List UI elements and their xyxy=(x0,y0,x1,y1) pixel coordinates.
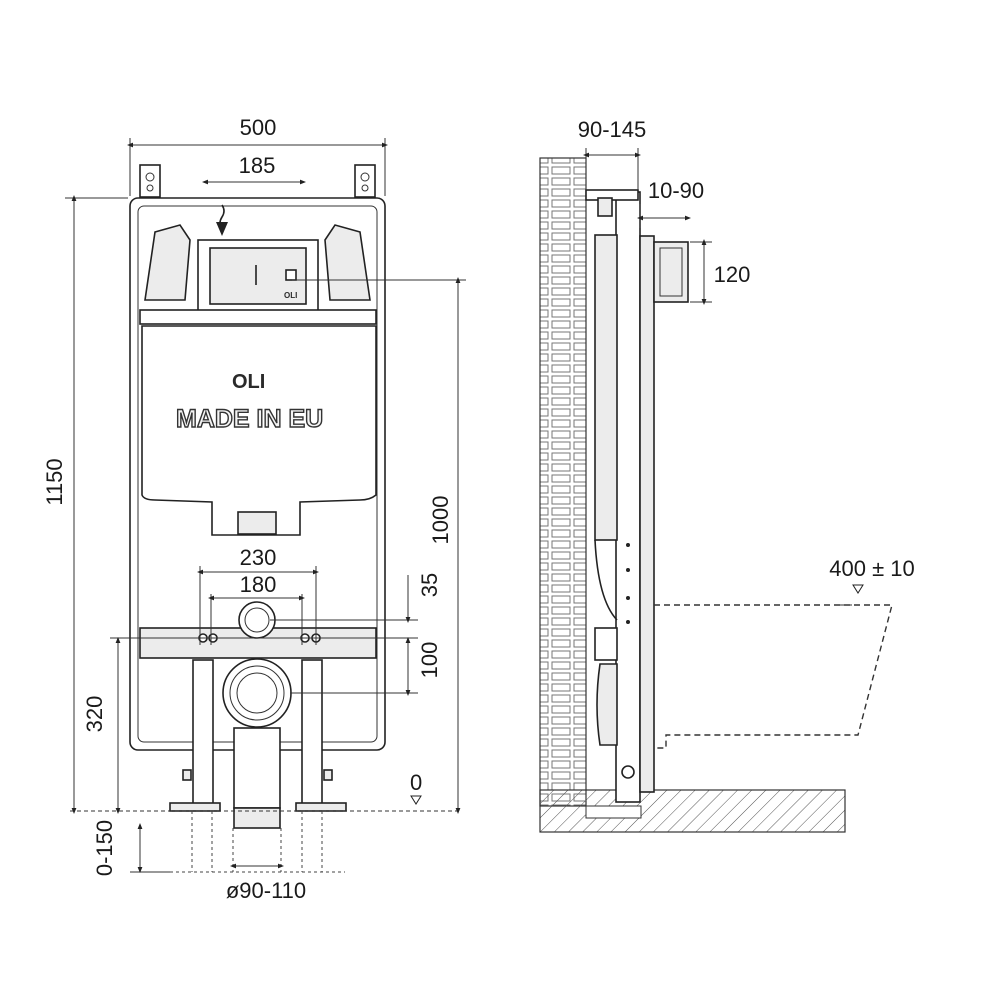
dim-width-total: 500 xyxy=(240,115,277,140)
dim-depth-front: 10-90 xyxy=(648,178,704,203)
leg-right xyxy=(301,659,323,809)
side-view: 400 ± 10 xyxy=(539,157,915,833)
wall-bracket-right xyxy=(354,164,376,198)
dim-height-total: 1150 xyxy=(42,458,67,505)
dim-floor-adjust: 0-150 xyxy=(92,820,117,876)
made-in-label: MADE IN EU xyxy=(176,405,323,433)
floor-level-icon xyxy=(410,795,422,805)
wall-hung-bowl-outline xyxy=(654,604,893,749)
dim-120: 120 xyxy=(714,262,751,287)
brand-small-label: OLI xyxy=(284,291,297,300)
front-dimensions: 500 185 1150 1000 230 180 35 100 320 xyxy=(42,115,466,903)
side-dimensions: 90-145 10-90 120 xyxy=(578,117,751,305)
frame-side xyxy=(615,191,641,803)
front-view: OLI OLI MADE IN EU xyxy=(70,164,458,873)
upper-crossbar xyxy=(139,309,377,325)
leg-left xyxy=(192,659,214,809)
dim-35: 35 xyxy=(417,573,442,597)
frame-holes xyxy=(621,543,635,779)
brand-logo: OLI xyxy=(232,371,265,393)
cistern-outlet xyxy=(237,511,277,535)
water-supply-outlet xyxy=(238,601,276,639)
dim-bolt-spacing-inner: 180 xyxy=(240,572,277,597)
dim-width-flush: 185 xyxy=(239,153,276,178)
dim-depth-wall: 90-145 xyxy=(578,117,647,142)
bowl-level-icon xyxy=(852,584,864,594)
dim-bowl-height: 400 ± 10 xyxy=(829,556,914,581)
dim-320: 320 xyxy=(82,696,107,733)
flush-valve-box: OLI xyxy=(197,239,319,313)
brick-wall xyxy=(539,157,587,807)
upper-bracket-left xyxy=(144,224,191,301)
foot-left xyxy=(169,802,221,812)
dim-bolt-spacing-outer: 230 xyxy=(240,545,277,570)
cistern-side xyxy=(594,234,618,541)
wall-bracket-left xyxy=(139,164,161,198)
flush-plate-box xyxy=(653,241,689,303)
foot-right xyxy=(295,802,347,812)
upper-bracket-right xyxy=(324,224,371,301)
dim-100: 100 xyxy=(417,642,442,679)
dim-drain-diameter: ø90-110 xyxy=(226,878,306,903)
floor-level-label: 0 xyxy=(410,770,422,795)
dim-height-flush: 1000 xyxy=(428,496,453,545)
drain-elbow xyxy=(222,658,292,829)
water-inlet-arrow-icon xyxy=(216,204,228,236)
cistern-body xyxy=(141,325,377,536)
